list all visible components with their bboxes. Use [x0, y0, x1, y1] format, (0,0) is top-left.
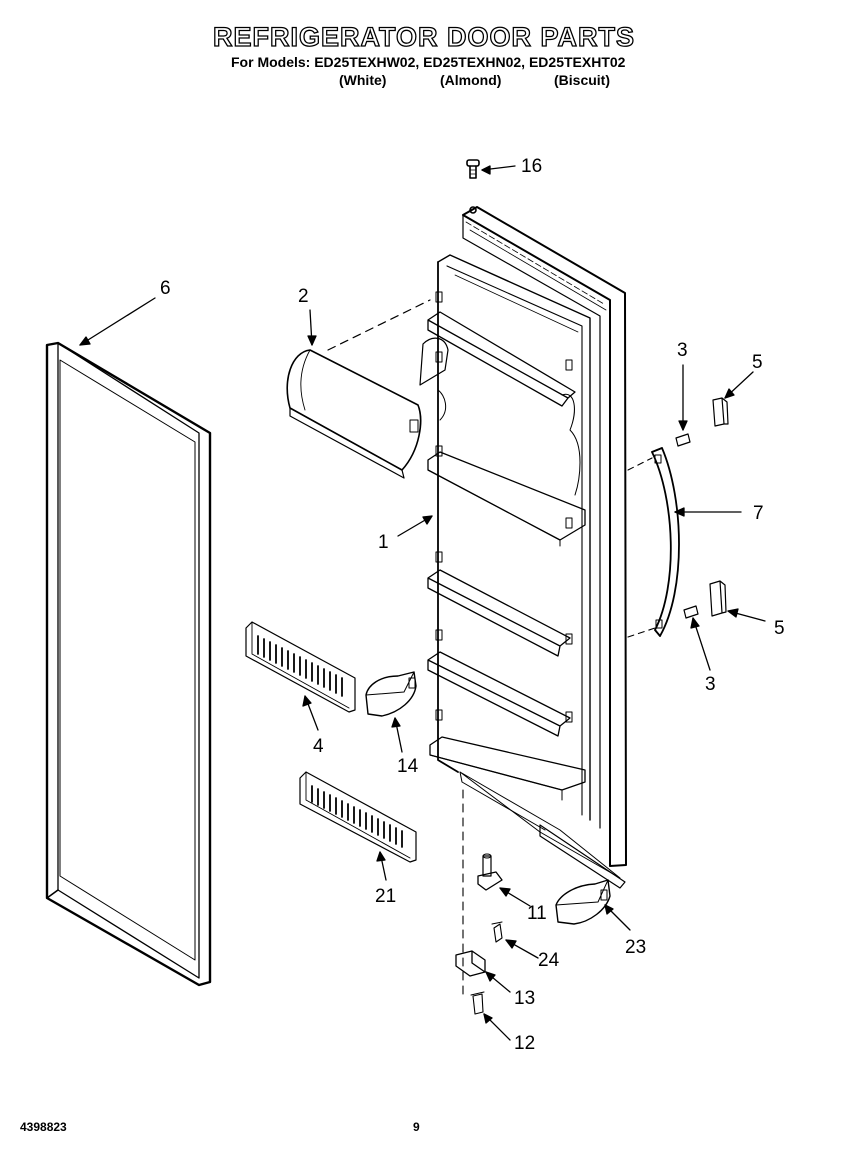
callout-labels: 1 2 3 3 4 5 5 6 7 11 12 13 14 16 21 23 2…: [160, 156, 785, 1054]
callout-6: 6: [160, 278, 171, 299]
callout-2: 2: [298, 286, 309, 307]
callout-4: 4: [313, 736, 324, 757]
callout-1: 1: [378, 532, 389, 553]
dairy-door: [286, 299, 431, 479]
callout-14: 14: [397, 756, 419, 777]
door-rail-upper: [245, 621, 356, 713]
rail-clip-23: [555, 879, 611, 925]
color-almond: (Almond): [440, 72, 502, 88]
callout-16: 16: [521, 156, 542, 177]
callout-7: 7: [753, 503, 764, 524]
door-gasket: [45, 341, 212, 987]
models-line: For Models: ED25TEXHW02, ED25TEXHN02, ED…: [231, 54, 626, 70]
callout-21: 21: [375, 886, 396, 907]
door-rail-lower: [299, 771, 417, 863]
page-title: REFRIGERATOR DOOR PARTS: [212, 21, 635, 52]
color-white: (White): [339, 72, 387, 88]
callout-3-lower: 3: [705, 674, 716, 695]
doc-number: 4398823: [20, 1120, 67, 1134]
bottom-hinge-parts: [455, 789, 503, 1015]
top-hinge-pin: [466, 159, 480, 214]
rail-clip-14: [365, 671, 417, 717]
callout-5-upper: 5: [752, 352, 763, 373]
color-biscuit: (Biscuit): [554, 72, 610, 88]
callout-5-lower: 5: [774, 618, 785, 639]
callout-23: 23: [625, 937, 646, 958]
page-number: 9: [413, 1120, 420, 1134]
callout-13: 13: [514, 988, 535, 1009]
door-assembly: [419, 206, 627, 889]
handle-assembly: [627, 397, 729, 638]
callout-11: 11: [527, 903, 547, 924]
callout-24: 24: [538, 950, 560, 971]
callout-12: 12: [514, 1033, 535, 1054]
callout-3-upper: 3: [677, 340, 688, 361]
leader-lines: [79, 165, 766, 1041]
